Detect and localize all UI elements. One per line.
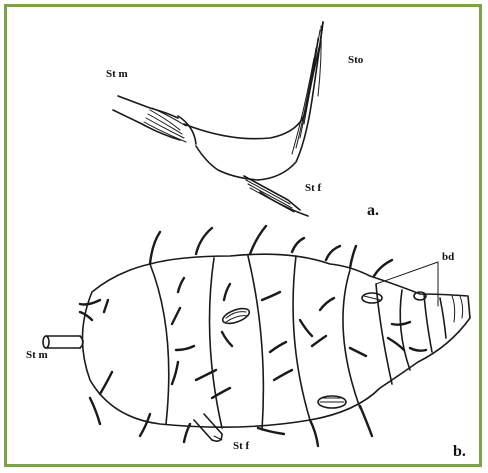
st-m-label-b: St m (26, 350, 48, 361)
larva-body-drawing (43, 226, 470, 446)
st-f-label-b: St f (233, 441, 249, 452)
bd-label: bd (442, 252, 454, 263)
panel-a-label: a. (367, 203, 379, 219)
panel-b-label: b. (453, 444, 466, 460)
sto-label: Sto (348, 55, 363, 66)
st-m-label-a: St m (106, 69, 128, 80)
st-f-label-a: St f (305, 183, 321, 194)
stylet-apparatus-drawing (113, 22, 323, 216)
